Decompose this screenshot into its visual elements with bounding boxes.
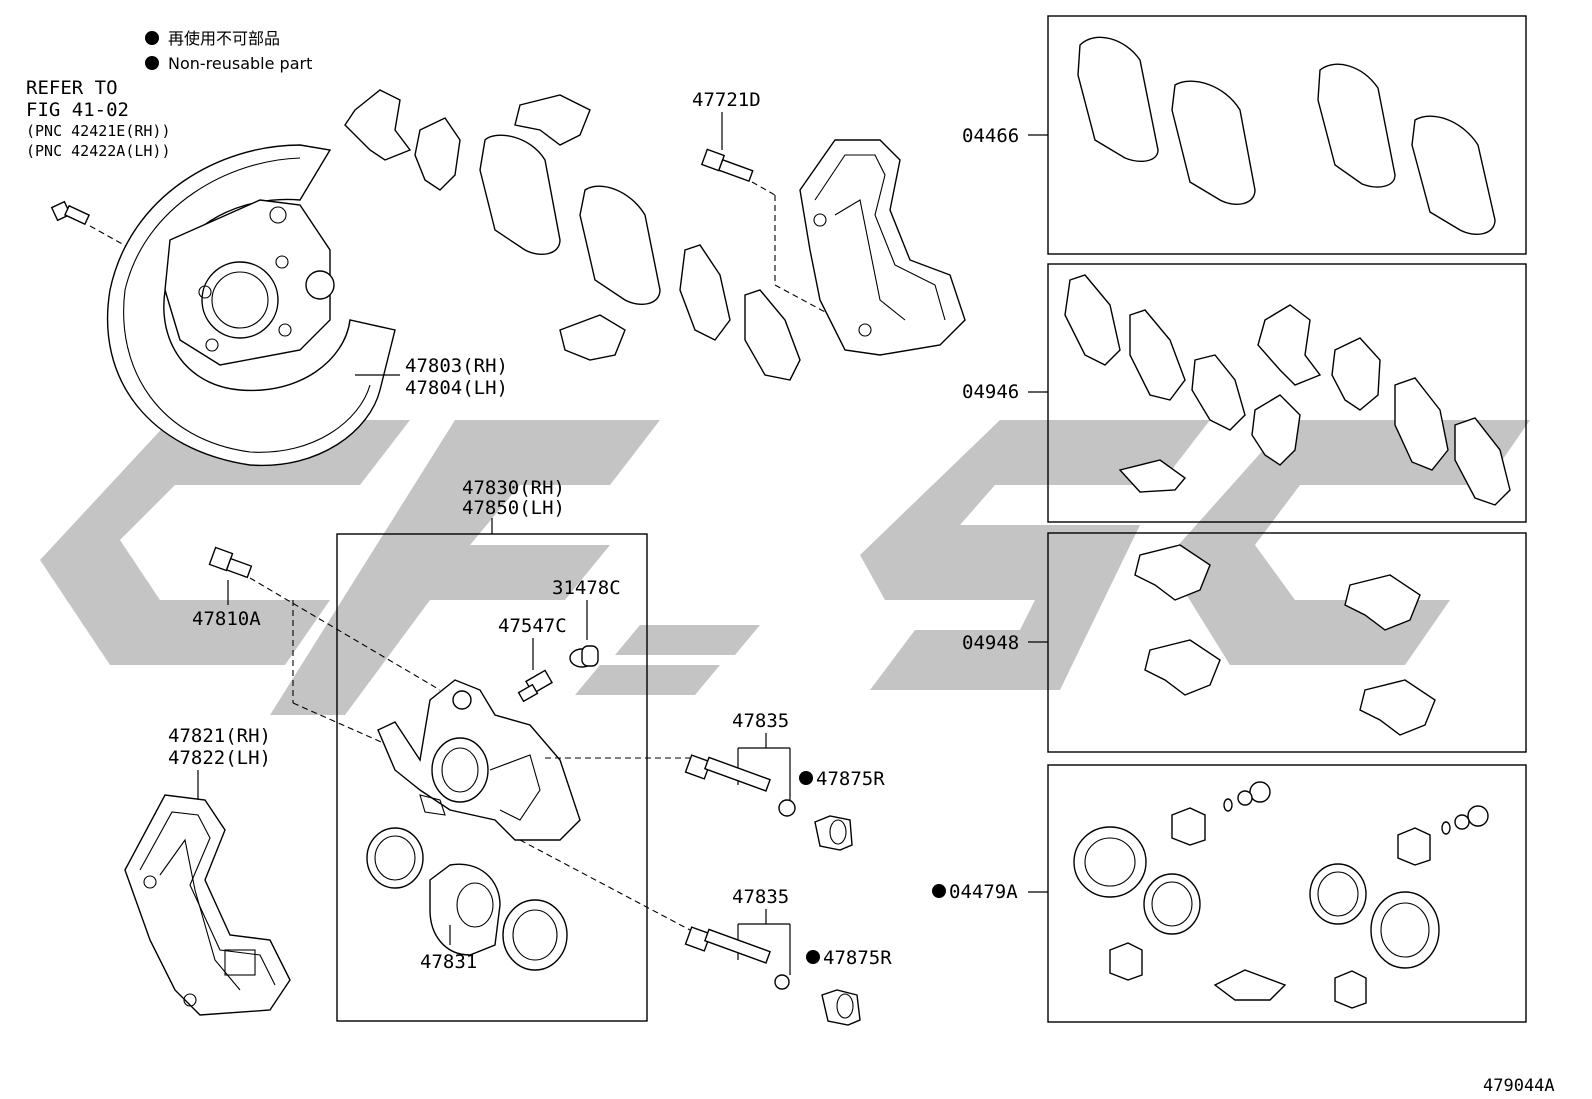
shim-drawings-top — [344, 89, 801, 381]
label-31478C: 31478C — [552, 577, 621, 599]
bracket-bolt-drawing — [700, 148, 841, 321]
mounting-bracket-drawing — [124, 794, 291, 1016]
label-04946: 04946 — [962, 381, 1019, 403]
caliper-bolt-drawing — [208, 546, 441, 746]
label-47875R-lower: 47875R — [823, 947, 892, 969]
bleeder-plug-drawing — [517, 669, 553, 703]
non-reusable-marker-icon — [145, 31, 159, 45]
label-47810A: 47810A — [192, 608, 261, 630]
legend-jp: 再使用不可部品 — [168, 29, 280, 48]
pad-set-drawing — [1077, 36, 1496, 236]
refer-line-3: (PNC 42421E(RH)) — [26, 122, 171, 140]
guide-pin-lower-drawing — [684, 926, 790, 990]
non-reusable-marker-icon — [806, 950, 820, 964]
clip-kit-drawing — [1134, 544, 1436, 736]
refer-note: REFER TO FIG 41-02 (PNC 42421E(RH)) (PNC… — [26, 77, 171, 160]
non-reusable-marker-icon — [145, 56, 159, 70]
label-47721D: 47721D — [692, 89, 761, 111]
label-04948: 04948 — [962, 632, 1019, 654]
dust-shield-drawing — [106, 144, 400, 467]
kit-box-04946 — [1047, 263, 1527, 523]
label-47547C: 47547C — [498, 615, 567, 637]
boot-lower-drawing — [821, 989, 861, 1026]
legend: 再使用不可部品 Non-reusable part — [145, 29, 312, 73]
watermark-logo — [40, 420, 1530, 715]
leader-47835-upper — [737, 733, 791, 800]
label-47822: 47822(LH) — [168, 747, 271, 769]
refer-line-1: REFER TO — [26, 77, 118, 99]
piston-seal-drawing — [366, 827, 568, 971]
non-reusable-marker-icon — [932, 884, 946, 898]
refer-line-4: (PNC 42422A(LH)) — [26, 142, 171, 160]
caliper-assembly-box — [336, 533, 648, 1022]
label-04479A: 04479A — [949, 881, 1018, 903]
shim-kit-drawing — [1064, 274, 1511, 506]
non-reusable-marker-icon — [799, 771, 813, 785]
label-47821: 47821(RH) — [168, 725, 271, 747]
leader-47835-lower — [737, 909, 791, 975]
legend-en: Non-reusable part — [168, 54, 312, 73]
label-47804: 47804(LH) — [405, 377, 508, 399]
label-47835-lower: 47835 — [732, 886, 789, 908]
bleeder-cap-drawing — [569, 645, 599, 668]
label-47830: 47830(RH) — [462, 477, 565, 499]
caliper-bracket-upper-drawing — [799, 139, 966, 356]
label-47831: 47831 — [420, 951, 477, 973]
label-04466: 04466 — [962, 125, 1019, 147]
label-47850: 47850(LH) — [462, 497, 565, 519]
seal-kit-drawing — [1073, 781, 1489, 1009]
label-47875R-upper: 47875R — [816, 768, 885, 790]
guide-pin-upper-drawing — [684, 754, 796, 817]
caliper-body-drawing — [377, 679, 691, 931]
boot-upper-drawing — [814, 815, 853, 851]
kit-box-04479A — [1047, 764, 1527, 1023]
label-47803: 47803(RH) — [405, 355, 508, 377]
figure-id: 479044A — [1483, 1076, 1555, 1096]
refer-line-2: FIG 41-02 — [26, 99, 129, 121]
label-47835-upper: 47835 — [732, 710, 789, 732]
